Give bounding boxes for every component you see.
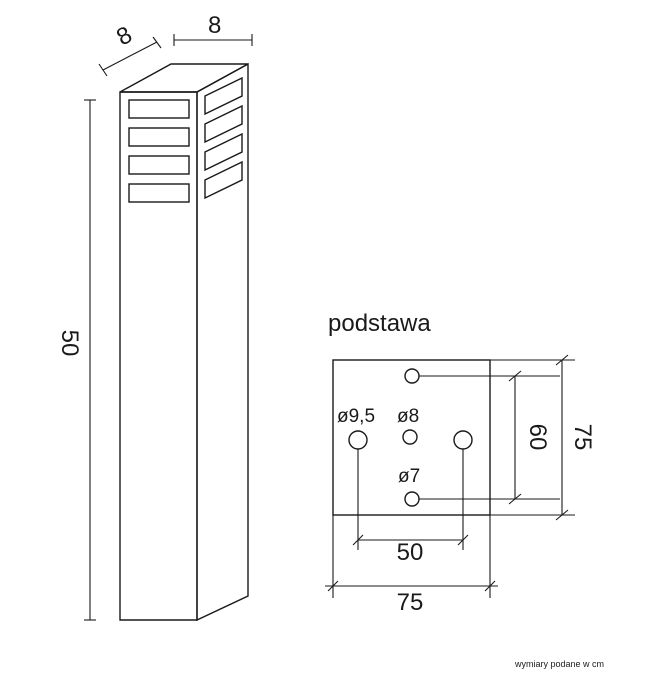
bollard-side-face <box>196 62 249 622</box>
front-louvres <box>128 99 190 203</box>
side-slot-1 <box>204 76 243 116</box>
side-slot-3 <box>204 132 243 172</box>
center-hole <box>402 429 418 445</box>
height-dimension: 50 <box>56 99 96 621</box>
front-slot-4 <box>128 183 190 203</box>
height-label: 50 <box>56 330 83 357</box>
depth-dimension: 8 <box>98 21 162 77</box>
side-louvres <box>204 76 243 200</box>
front-slot-2 <box>128 127 190 147</box>
top-hole <box>404 368 420 384</box>
bolt-spacing-vertical-label: 60 <box>524 424 551 451</box>
front-slot-1 <box>128 99 190 119</box>
front-slot-3 <box>128 155 190 175</box>
width-label: 8 <box>208 12 221 39</box>
small-hole-label: ø8 <box>397 406 419 427</box>
bollard-front-face <box>119 91 198 621</box>
depth-label: 8 <box>112 21 136 51</box>
bolt-spacing-horizontal-label: 50 <box>397 539 424 566</box>
plate-side-horizontal-label: 75 <box>397 589 424 616</box>
plate-side-vertical-label: 75 <box>569 424 596 451</box>
side-slot-4 <box>204 160 243 200</box>
bolt-spacing-horizontal: 50 <box>352 449 469 566</box>
plate-side-horizontal: 75 <box>325 515 498 616</box>
large-hole-label: ø9,5 <box>337 406 375 427</box>
bolt-spacing-vertical: 60 <box>508 370 551 505</box>
right-hole <box>453 430 473 450</box>
units-note: wymiary podane w cm <box>514 659 604 669</box>
bottom-hole <box>404 491 420 507</box>
bottom-hole-label: ø7 <box>398 466 420 487</box>
plate-side-vertical: 75 <box>490 354 596 521</box>
bollard-top-face <box>119 63 249 93</box>
left-hole <box>348 430 368 450</box>
side-slot-2 <box>204 104 243 144</box>
base-plate <box>332 359 491 516</box>
base-title: podstawa <box>328 310 431 337</box>
bollard-lamp: 8 8 50 <box>56 12 253 622</box>
width-dimension: 8 <box>173 12 253 46</box>
base-plate-drawing: podstawa ø9,5 ø8 ø7 60 75 <box>325 310 596 616</box>
